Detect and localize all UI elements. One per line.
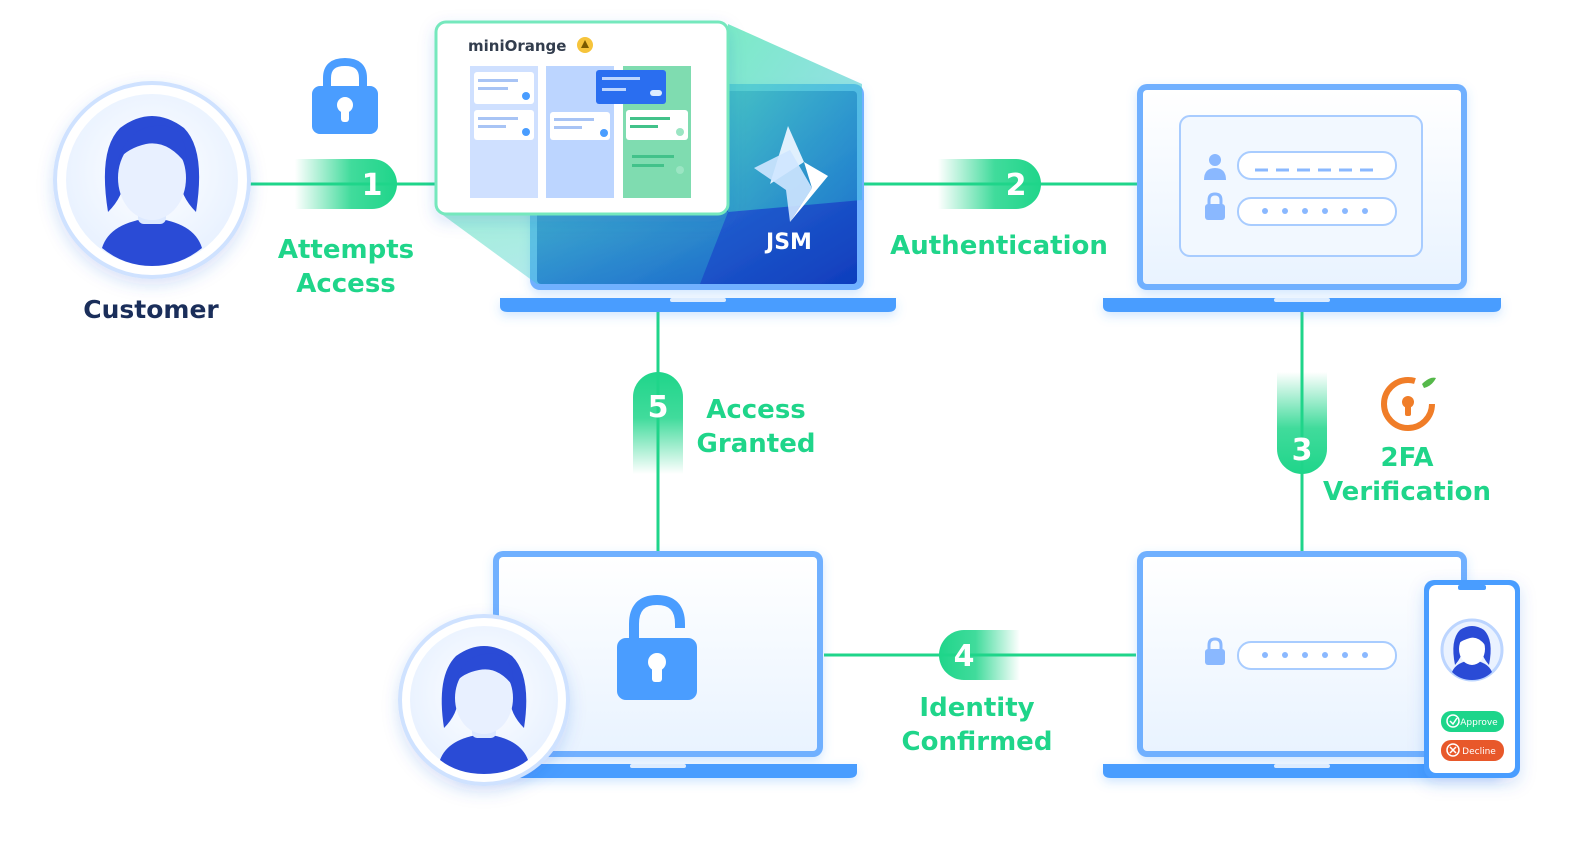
step-3-label-line1: 2FA — [1381, 443, 1434, 473]
verify-password-lock-icon — [1205, 637, 1225, 665]
jsm-label: JSM — [764, 230, 812, 255]
step-3-label-line2: Verification — [1323, 477, 1491, 507]
user-avatar-icon — [102, 116, 202, 266]
step-3-number: 3 — [1292, 433, 1313, 468]
x-icon — [1446, 743, 1460, 757]
step-5-label-line2: Granted — [697, 429, 816, 459]
customer-label: Customer — [83, 295, 219, 324]
step-4-number: 4 — [954, 639, 975, 674]
username-field — [1237, 151, 1397, 180]
login-form — [1179, 115, 1423, 257]
lock-icon — [312, 57, 378, 134]
step-5-marker: 5 — [633, 372, 683, 474]
user-field-icon — [1204, 154, 1226, 180]
phone-avatar-icon — [1440, 618, 1504, 682]
decline-button[interactable]: Decline — [1441, 740, 1504, 761]
approve-label: Approve — [1460, 718, 1498, 728]
unlock-icon — [617, 594, 697, 700]
check-icon — [1446, 714, 1460, 728]
step-1-label-line1: Attempts — [278, 235, 414, 265]
step-2-label: Authentication — [890, 231, 1108, 261]
jsm-logo-icon — [754, 126, 828, 222]
jsm-board-popup: miniOrange — [434, 20, 730, 216]
step-1-label-line2: Access — [296, 269, 396, 299]
password-field — [1237, 197, 1397, 226]
step-4-label-line2: Confirmed — [902, 727, 1053, 757]
phone-device: Approve Decline — [1424, 580, 1520, 778]
step-4-marker: 4 — [939, 630, 1020, 680]
brand-label: miniOrange — [468, 37, 566, 55]
user-avatar-icon — [440, 646, 528, 774]
step-3-marker: 3 — [1277, 372, 1327, 474]
confirmed-user-avatar — [398, 614, 570, 786]
step-5-label-line1: Access — [706, 395, 806, 425]
step-2-marker: 2 — [938, 159, 1041, 209]
step-2-number: 2 — [1006, 168, 1027, 203]
step-1-marker: 1 — [295, 159, 397, 209]
password-lock-icon — [1205, 192, 1225, 220]
step-4-label-line1: Identity — [919, 693, 1034, 723]
approve-button[interactable]: Approve — [1441, 711, 1504, 732]
2fa-key-icon — [1381, 377, 1436, 431]
step-5-number: 5 — [648, 390, 669, 425]
customer-avatar — [53, 81, 251, 279]
decline-label: Decline — [1462, 747, 1496, 757]
verify-password-field — [1237, 641, 1397, 670]
step-1-number: 1 — [362, 168, 383, 203]
